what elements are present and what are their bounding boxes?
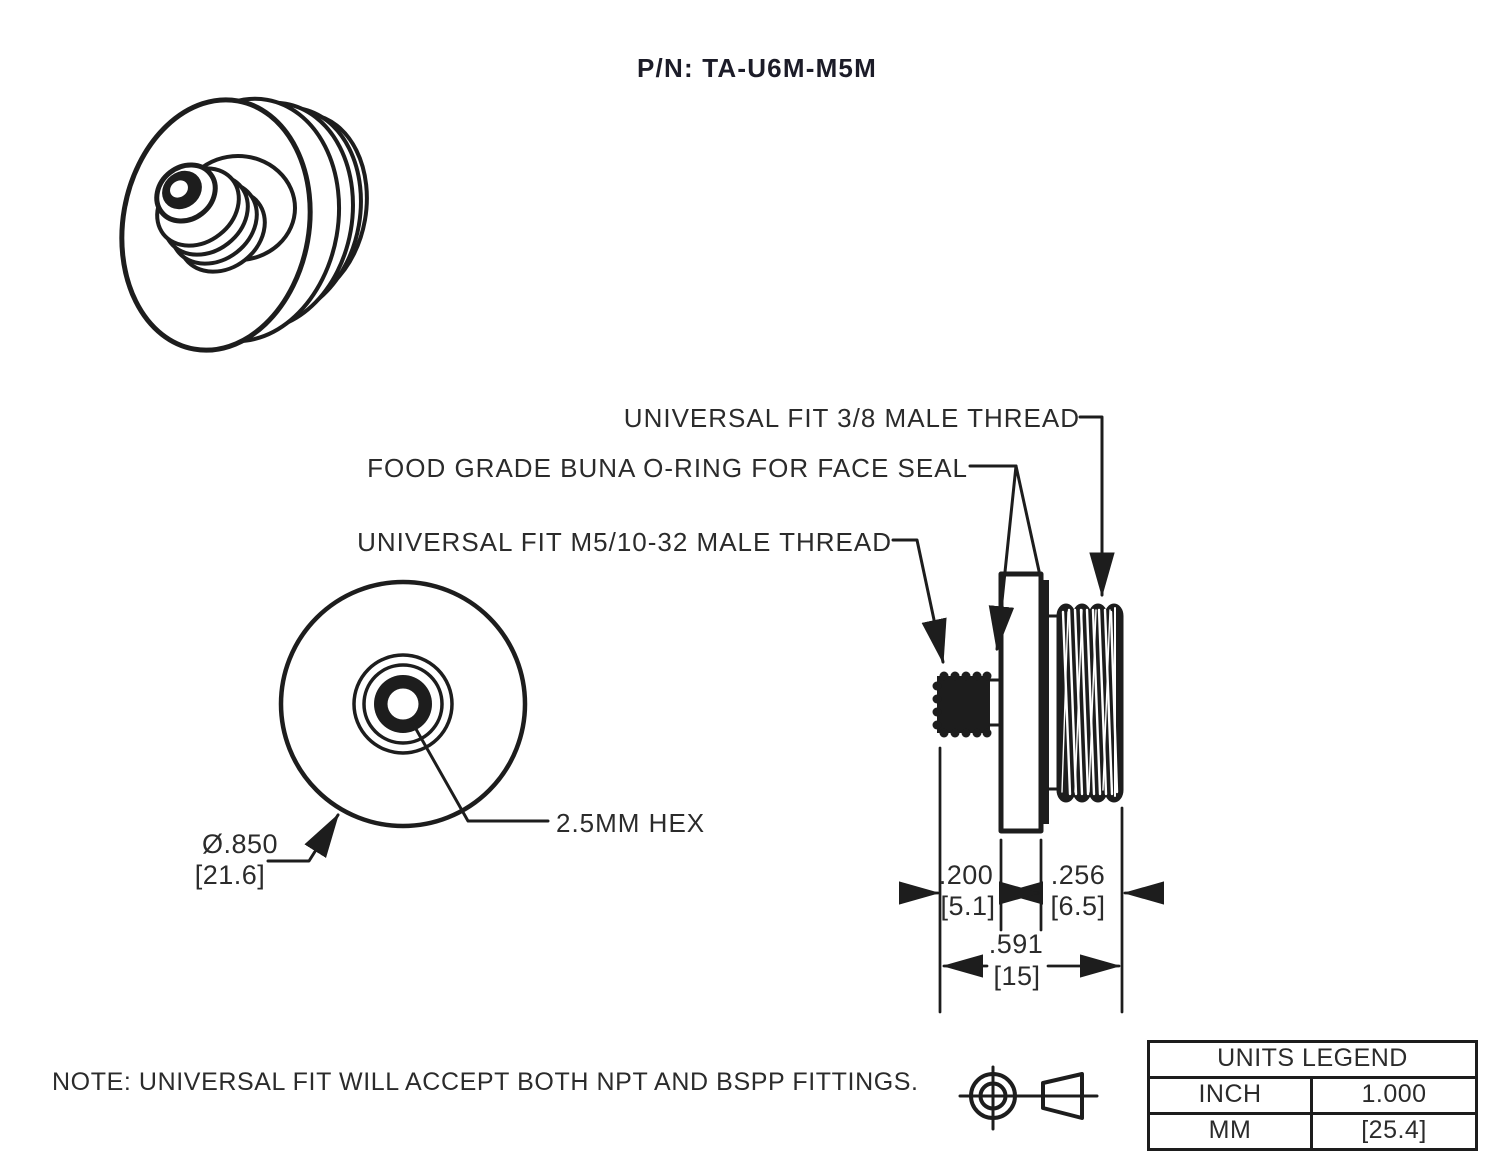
units-legend-table: UNITS LEGEND INCH 1.000 MM [25.4] <box>1147 1040 1478 1151</box>
dim-thread-inch: .256 <box>1050 860 1106 890</box>
units-legend-mm-label: MM <box>1150 1115 1313 1148</box>
units-legend-inch-label: INCH <box>1150 1079 1313 1115</box>
units-legend-mm-value: [25.4] <box>1361 1116 1427 1144</box>
units-legend-inch-value: 1.000 <box>1313 1079 1475 1115</box>
flange <box>998 571 1044 834</box>
callout-hex: 2.5MM HEX <box>556 808 706 838</box>
dim-diameter-mm: [21.6] <box>194 860 266 890</box>
hex-socket <box>170 180 188 198</box>
units-legend-header: UNITS LEGEND <box>1150 1043 1475 1079</box>
m5-stud <box>932 671 992 738</box>
callout-thread-38: UNIVERSAL FIT 3/8 MALE THREAD <box>623 403 1080 433</box>
third-angle-projection-symbol <box>958 1065 1099 1131</box>
dim-overall-mm: [15] <box>993 961 1041 991</box>
callout-thread-m5: UNIVERSAL FIT M5/10-32 MALE THREAD <box>357 527 892 557</box>
side-view <box>891 415 1124 834</box>
thread-38 <box>1056 603 1124 803</box>
universal-fit-note: NOTE: UNIVERSAL FIT WILL ACCEPT BOTH NPT… <box>52 1068 919 1096</box>
dim-stud-mm: [5.1] <box>940 891 996 921</box>
part-number-title: P/N: TA-U6M-M5M <box>637 53 877 83</box>
dimension-lines <box>898 746 1165 1014</box>
hex-leader <box>410 720 550 823</box>
hex-hole <box>387 688 419 720</box>
oring <box>1041 580 1049 824</box>
oring-leader-b <box>1014 464 1041 573</box>
dim-diameter-inch: Ø.850 <box>201 829 279 859</box>
thread38-leader <box>1078 415 1115 598</box>
callout-oring: FOOD GRADE BUNA O-RING FOR FACE SEAL <box>367 453 968 483</box>
m5-leader <box>891 538 947 665</box>
dim-overall-inch: .591 <box>988 929 1044 959</box>
diameter-leader <box>266 813 340 863</box>
dim-stud-inch: .200 <box>938 860 994 890</box>
front-view <box>266 579 550 863</box>
isometric-view <box>119 96 369 353</box>
dim-thread-mm: [6.5] <box>1050 891 1106 921</box>
